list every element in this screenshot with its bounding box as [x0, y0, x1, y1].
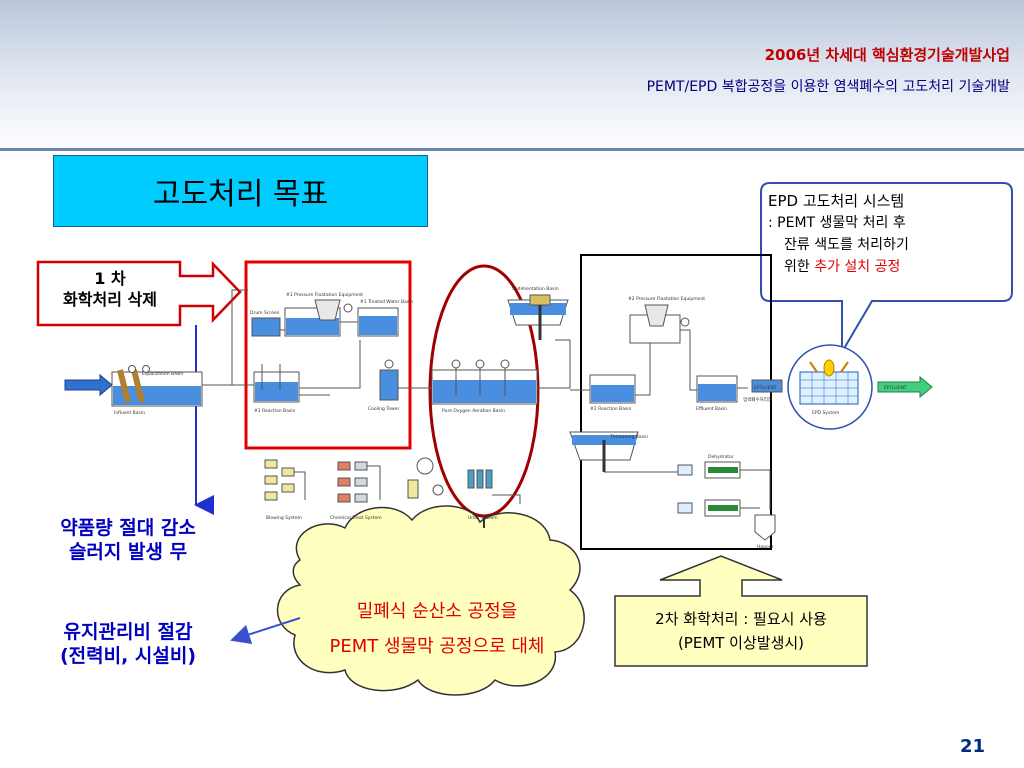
benefits2-line1: 유지관리비 절감 — [63, 621, 193, 643]
replacement-cloud — [276, 505, 585, 696]
second-chem-text: 2차 화학처리 : 필요시 사용 (PEMT 이상발생시) — [615, 607, 867, 655]
second-chem-highlight-box — [580, 254, 772, 550]
drum-screen-label: Drum Screen — [250, 310, 280, 316]
second-chem-callout — [614, 555, 868, 667]
first-chem-highlight-box — [244, 260, 412, 450]
header-divider — [0, 148, 1024, 151]
first-chem-line1: 1 차 — [94, 269, 126, 288]
epd-callout-text: EPD 고도처리 시스템 : PEMT 생물막 처리 후 잔류 색도를 처리하기… — [768, 190, 1004, 278]
header-subtitle: PEMT/EPD 복합공정을 이용한 염색폐수의 고도처리 기술개발 — [646, 79, 1010, 95]
effluent-basin-label: Effluent Basin — [696, 406, 727, 412]
hopper-label: Hopper — [757, 544, 774, 550]
benefits1-line1: 약품량 절대 감소 — [60, 517, 196, 539]
cooling-tower-label: Cooling Tower — [368, 406, 399, 412]
page-number: 21 — [960, 736, 986, 757]
thickening-basin-label: Thickening Basin — [609, 434, 648, 440]
cloud-text: 밀폐식 순산소 공정을 PEMT 생물막 공정으로 대체 — [282, 594, 592, 664]
benefits2-line2: (전력비, 시설비) — [59, 645, 197, 667]
pfe1-label: #1 Pressure Floatation Equipment — [286, 292, 363, 298]
equalization-basin-label: Equalization Basin — [142, 371, 183, 377]
process-flow — [64, 289, 933, 541]
first-chem-line2: 화학처리 삭제 — [63, 290, 157, 309]
epd-callout-line1: : PEMT 생물막 처리 후 — [768, 215, 906, 231]
benefits1-text: 약품량 절대 감소 슬러지 발생 무 — [28, 516, 228, 564]
effluent-in-label: EFFLUENT — [754, 385, 777, 391]
sedimentation-basin-label: Sedimentation Basin — [512, 286, 559, 292]
reaction-basin2-label: #2 Reaction Basin — [590, 406, 631, 412]
treated-water-basin-label: #1 Treated Water Basin — [360, 299, 413, 305]
first-chem-callout — [36, 260, 242, 327]
influent-basin-label: Influent Basin — [114, 410, 145, 416]
epd-callout-line3-prefix: 위한 — [784, 259, 810, 275]
header-title: 2006년 차세대 핵심환경기술개발사업 — [764, 46, 1010, 64]
second-chem-line2: (PEMT 이상발생시) — [677, 634, 805, 652]
cloud-line1: 밀폐식 순산소 공정을 — [356, 601, 518, 622]
epd-callout-highlight: 추가 설치 공정 — [814, 259, 901, 275]
epd-callout-bubble — [760, 182, 1013, 356]
reaction-basin1-label: #1 Reaction Basin — [254, 408, 295, 414]
cloud-line2: PEMT 생물막 공정으로 대체 — [329, 636, 545, 657]
benefits1-line2: 슬러지 발생 무 — [68, 541, 188, 563]
pfe2-label: #2 Pressure Floatation Equipment — [628, 296, 705, 302]
first-chem-text: 1 차 화학처리 삭제 — [40, 268, 180, 310]
epd-korean-label: 염색폐수처리장 — [743, 396, 772, 403]
second-chem-line1: 2차 화학처리 : 필요시 사용 — [655, 610, 827, 628]
goal-title: 고도처리 목표 — [152, 177, 329, 212]
unox-system-label: Unox System — [468, 515, 498, 521]
blowing-system-label: Blowing System — [266, 515, 302, 521]
epd-callout-title: EPD 고도처리 시스템 — [768, 192, 905, 210]
epd-system-label: EPD System — [812, 410, 839, 416]
cloud-to-maintenance-arrow — [230, 617, 301, 644]
benefits2-text: 유지관리비 절감 (전력비, 시설비) — [28, 620, 228, 668]
dehydrator-label: Dehydrator — [708, 454, 734, 460]
effluent-out-label: EFFLUENT — [884, 385, 907, 391]
chemical-treat-label: Chemical Treat System — [330, 515, 382, 521]
pure-oxygen-label: Pure Oxygen Aeration Basin — [442, 408, 505, 414]
epd-callout-line3: 위한 추가 설치 공정 — [768, 256, 1004, 278]
goal-title-box: 고도처리 목표 — [53, 155, 428, 227]
epd-callout-line2: 잔류 색도를 처리하기 — [784, 237, 909, 253]
